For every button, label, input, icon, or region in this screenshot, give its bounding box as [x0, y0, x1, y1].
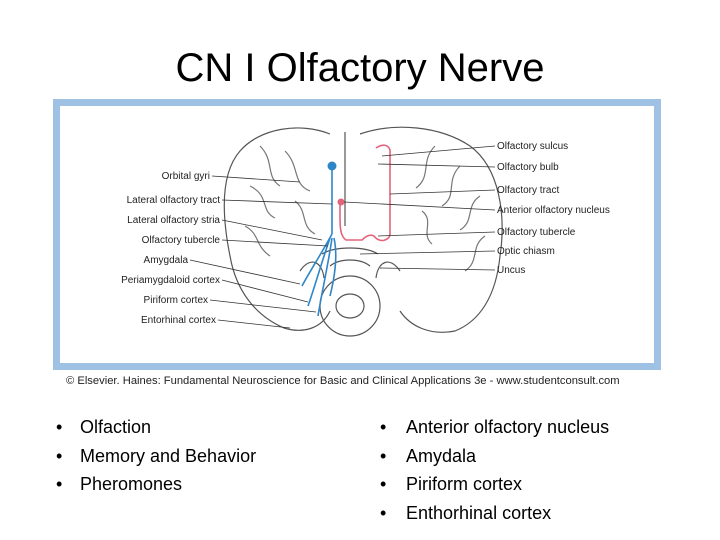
figure-caption: © Elsevier. Haines: Fundamental Neurosci…	[66, 375, 620, 387]
brain-base-diagram: Orbital gyri Lateral olfactory tract Lat…	[121, 126, 610, 337]
bullet-anterior-olfactory-nucleus: Anterior olfactory nucleus	[376, 413, 609, 442]
leader-periamygdaloid-cortex	[221, 279, 309, 303]
leader-olfactory-tract-right	[389, 189, 496, 195]
leader-entorhinal-cortex	[217, 319, 291, 329]
brainstem	[319, 275, 381, 337]
leader-olfactory-bulb	[377, 163, 496, 168]
leader-amygdala	[189, 259, 301, 285]
right-hemisphere-outline	[359, 126, 503, 333]
right-leader-lines	[343, 145, 496, 271]
bullet-olfaction: Olfaction	[52, 413, 256, 442]
label-amygdala: Amygdala	[144, 255, 189, 266]
left-olfactory-bulb	[327, 161, 337, 171]
bullet-pheromones: Pheromones	[52, 470, 256, 499]
label-olfactory-sulcus: Olfactory sulcus	[497, 141, 568, 152]
label-piriform-cortex: Piriform cortex	[144, 295, 208, 306]
left-hemisphere-outline	[223, 127, 331, 331]
leader-orbital-gyri	[211, 175, 301, 183]
olfactory-diagram-frame: Orbital gyri Lateral olfactory tract Lat…	[53, 99, 661, 370]
leader-lateral-olfactory-tract	[221, 199, 333, 205]
left-leader-lines	[189, 175, 333, 329]
structure-bullet-list: Anterior olfactory nucleus Amydala Pirif…	[376, 413, 609, 527]
label-anterior-olfactory-nucleus: Anterior olfactory nucleus	[497, 205, 610, 216]
label-optic-chiasm: Optic chiasm	[497, 246, 555, 257]
bullet-amydala: Amydala	[376, 442, 609, 471]
left-labels: Orbital gyri Lateral olfactory tract Lat…	[121, 171, 220, 326]
slide-title: CN I Olfactory Nerve	[175, 46, 545, 90]
cerebral-aqueduct	[335, 293, 365, 319]
left-olfactory-pathway	[301, 170, 337, 317]
label-orbital-gyri: Orbital gyri	[162, 171, 210, 182]
label-lateral-olfactory-stria: Lateral olfactory stria	[127, 215, 220, 226]
left-lateral-stria	[301, 233, 337, 317]
leader-uncus	[379, 267, 496, 271]
leader-piriform-cortex	[209, 299, 317, 313]
label-periamygdaloid-cortex: Periamygdaloid cortex	[121, 275, 220, 286]
label-olfactory-tubercle-right: Olfactory tubercle	[497, 227, 576, 238]
right-olfactory-tract	[339, 144, 391, 242]
leader-olfactory-tubercle-left	[221, 239, 329, 247]
label-olfactory-bulb: Olfactory bulb	[497, 162, 559, 173]
leader-olfactory-sulcus	[381, 145, 496, 157]
leader-lateral-olfactory-stria	[221, 219, 323, 241]
function-bullet-list: Olfaction Memory and Behavior Pheromones	[52, 413, 256, 499]
uncus-right	[375, 261, 401, 279]
right-olfactory-pathway	[339, 144, 391, 242]
bullet-piriform-cortex: Piriform cortex	[376, 470, 609, 499]
brain-outline	[223, 126, 503, 337]
leader-anterior-olfactory-nucleus	[343, 201, 496, 211]
leader-optic-chiasm	[359, 250, 496, 255]
gyri-left	[244, 145, 316, 257]
right-labels: Olfactory sulcus Olfactory bulb Olfactor…	[497, 141, 610, 276]
gyri-right	[415, 145, 486, 272]
label-lateral-olfactory-tract: Lateral olfactory tract	[127, 195, 221, 206]
label-olfactory-tubercle-left: Olfactory tubercle	[142, 235, 221, 246]
right-anterior-olfactory-nucleus	[337, 198, 345, 206]
label-uncus: Uncus	[497, 265, 525, 276]
label-olfactory-tract-right: Olfactory tract	[497, 185, 559, 196]
bullet-enthorhinal-cortex: Enthorhinal cortex	[376, 499, 609, 528]
label-entorhinal-cortex: Entorhinal cortex	[141, 315, 216, 326]
bullet-memory-behavior: Memory and Behavior	[52, 442, 256, 471]
leader-olfactory-tubercle-right	[377, 231, 496, 237]
